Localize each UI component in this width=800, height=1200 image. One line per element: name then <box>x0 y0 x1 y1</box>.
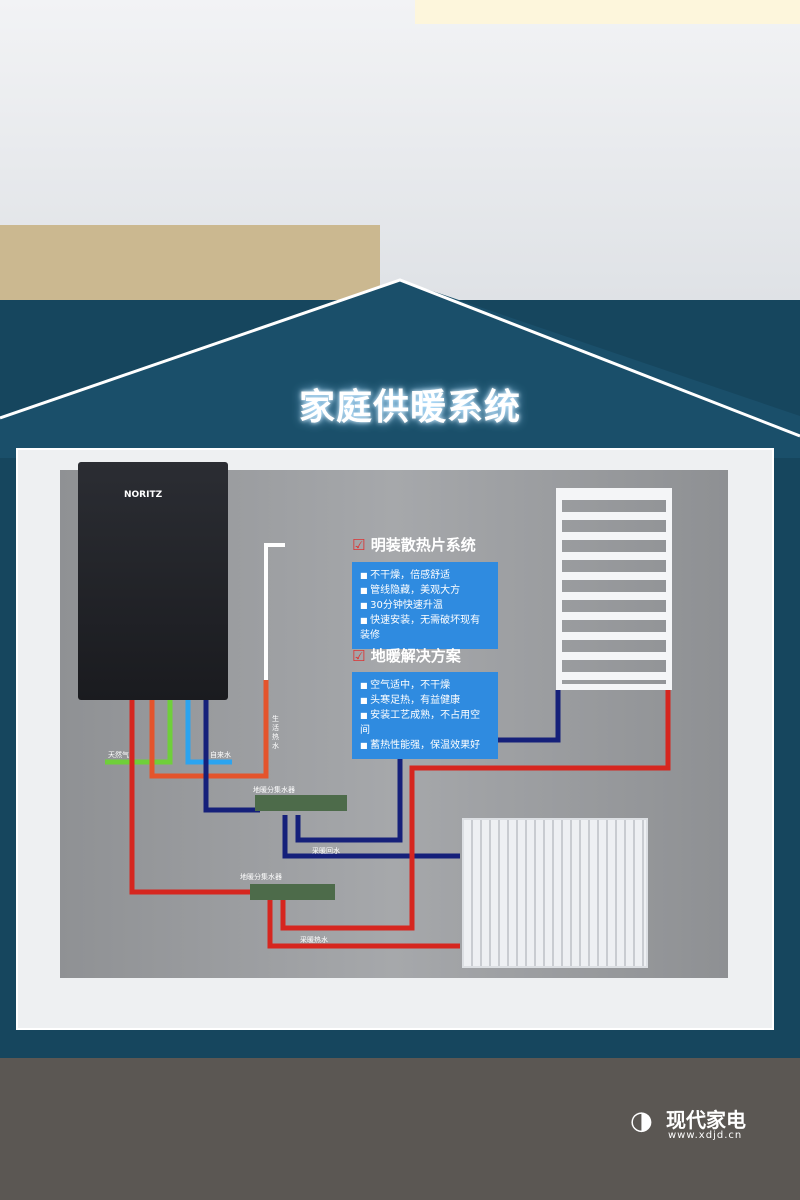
manifold1-label: 地暖分集水器 <box>253 786 295 794</box>
logo-icon: ◑ <box>630 1106 653 1136</box>
list-item: 蓄热性能强，保温效果好 <box>360 738 490 753</box>
shower-pipe <box>264 543 285 680</box>
section1-heading: ☑ 明装散热片系统 <box>352 534 476 555</box>
panel-radiator <box>462 818 648 968</box>
list-item: 安装工艺成熟，不占用空间 <box>360 708 490 738</box>
hot-water-pipe <box>149 680 269 779</box>
ceiling-light <box>415 0 800 24</box>
list-item: 快速安装，无需破坏现有装修 <box>360 613 490 643</box>
list-item: 30分钟快速升温 <box>360 598 490 613</box>
return-pipe-2 <box>282 815 460 859</box>
wood-beam <box>0 225 380 305</box>
tap-water-label: 自来水 <box>210 751 231 759</box>
section2-heading: ☑ 地暖解决方案 <box>352 645 461 666</box>
section1-title: 明装散热片系统 <box>370 536 476 554</box>
return-pipe-3 <box>295 690 561 843</box>
supply-pipe-3 <box>280 690 671 931</box>
gas-label: 天然气 <box>108 751 129 759</box>
list-item: 管线隐藏，美观大方 <box>360 583 490 598</box>
section2-title: 地暖解决方案 <box>370 647 461 665</box>
towel-radiator <box>556 488 672 690</box>
sign-title: 家庭供暖系统 <box>298 387 521 428</box>
gas-pipe <box>105 700 173 765</box>
check-icon: ☑ <box>352 536 366 554</box>
supply-pipe-2 <box>267 900 460 949</box>
tap-water-pipe <box>185 700 232 765</box>
watermark-name: 现代家电 <box>666 1108 746 1132</box>
return-label: 采暖回水 <box>312 847 340 855</box>
floor <box>0 1058 800 1200</box>
boiler-brand: NORITZ <box>124 490 163 500</box>
list-item: 不干燥，倍感舒适 <box>360 568 490 583</box>
section2-list: 空气适中，不干燥 头寒足热，有益健康 安装工艺成熟，不占用空间 蓄热性能强，保温… <box>352 672 498 759</box>
supply-pipe-1 <box>129 700 250 895</box>
house-roof-outline <box>0 278 800 458</box>
supply-label: 采暖热水 <box>300 936 328 944</box>
manifold-2 <box>250 884 335 900</box>
wall-boiler: NORITZ <box>78 462 228 700</box>
check-icon: ☑ <box>352 647 366 665</box>
watermark-url: www.xdjd.cn <box>668 1130 743 1141</box>
return-pipe-1 <box>203 700 260 813</box>
hot-water-label: 生活热水 <box>272 715 279 750</box>
manifold-1 <box>255 795 347 811</box>
list-item: 头寒足热，有益健康 <box>360 693 490 708</box>
section1-list: 不干燥，倍感舒适 管线隐藏，美观大方 30分钟快速升温 快速安装，无需破坏现有装… <box>352 562 498 649</box>
manifold2-label: 地暖分集水器 <box>240 873 282 881</box>
list-item: 空气适中，不干燥 <box>360 678 490 693</box>
